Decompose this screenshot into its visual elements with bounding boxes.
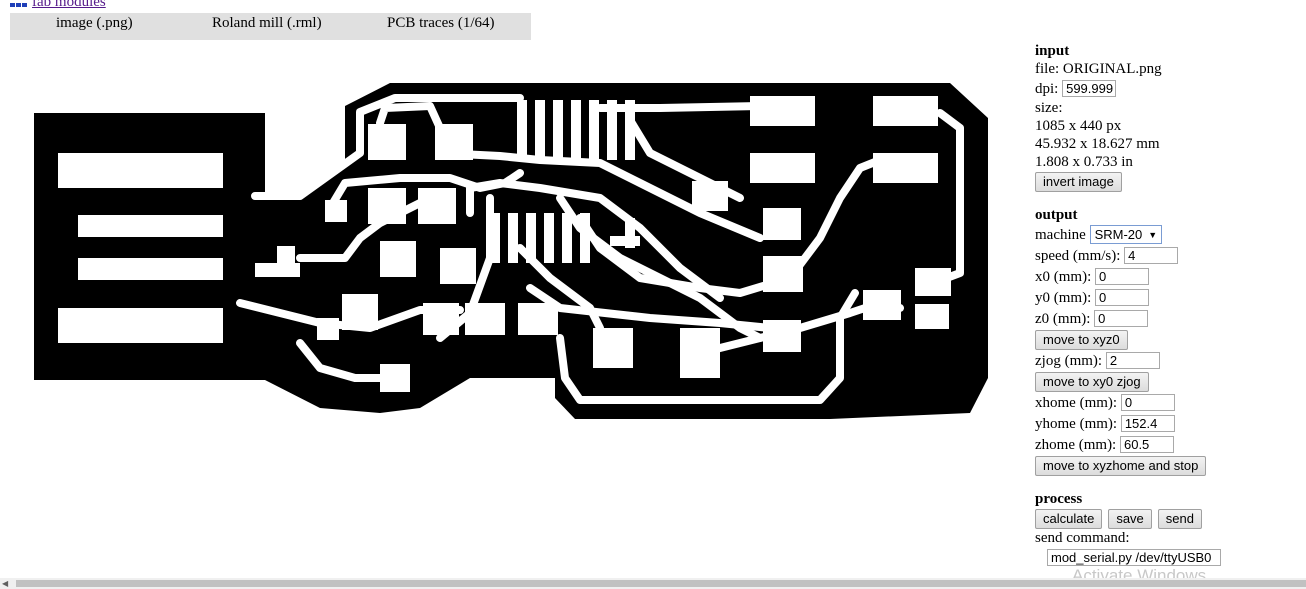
speed-row: speed (mm/s): 4	[1035, 245, 1295, 266]
machine-label: machine	[1035, 226, 1086, 243]
xhome-input[interactable]: 0	[1120, 394, 1175, 411]
process-buttons-row: calculate save send	[1035, 508, 1295, 529]
machine-select[interactable]: SRM-20 ▼	[1089, 225, 1163, 244]
x0-label: x0 (mm):	[1035, 268, 1092, 285]
y0-row: y0 (mm): 0	[1035, 287, 1295, 308]
xhome-row: xhome (mm): 0	[1035, 392, 1295, 413]
zhome-row: zhome (mm): 60.5	[1035, 434, 1295, 455]
fab-modules-link[interactable]: fab modules	[32, 0, 106, 10]
y0-input[interactable]: 0	[1095, 289, 1149, 306]
invert-row: invert image	[1035, 171, 1295, 192]
move-xyz0-row: move to xyz0	[1035, 329, 1295, 350]
yhome-input[interactable]: 152.4	[1120, 415, 1175, 432]
process-heading: process	[1035, 491, 1083, 507]
zhome-label: zhome (mm):	[1035, 436, 1117, 453]
send-command-label: send command:	[1035, 530, 1130, 546]
move-to-xyz0-button[interactable]: move to xyz0	[1035, 329, 1128, 350]
move-home-row: move to xyzhome and stop	[1035, 455, 1295, 476]
move-xy0-row: move to xy0 zjog	[1035, 371, 1295, 392]
send-button[interactable]: send	[1157, 508, 1202, 529]
speed-input[interactable]: 4	[1124, 247, 1179, 264]
move-to-xyzhome-button[interactable]: move to xyzhome and stop	[1035, 455, 1207, 476]
dpi-label: dpi:	[1035, 80, 1059, 97]
x0-input[interactable]: 0	[1095, 268, 1149, 285]
fab-modules-link-row[interactable]: fab modules	[10, 0, 106, 10]
x0-row: x0 (mm): 0	[1035, 266, 1295, 287]
fab-grid-icon	[10, 0, 28, 9]
machine-row: machine SRM-20 ▼	[1035, 224, 1295, 245]
control-panel: input file: ORIGINAL.png dpi: 599.999 si…	[1035, 42, 1295, 568]
z0-label: z0 (mm):	[1035, 310, 1091, 327]
z0-input[interactable]: 0	[1094, 310, 1149, 327]
size-label: size:	[1035, 100, 1063, 116]
zjog-input[interactable]: 2	[1105, 352, 1160, 369]
z0-row: z0 (mm): 0	[1035, 308, 1295, 329]
horizontal-scrollbar[interactable]: ◀	[0, 578, 1306, 589]
y0-label: y0 (mm):	[1035, 289, 1092, 306]
dpi-input[interactable]: 599.999	[1062, 80, 1117, 97]
zjog-label: zjog (mm):	[1035, 352, 1103, 369]
yhome-label: yhome (mm):	[1035, 415, 1118, 432]
file-row: file: ORIGINAL.png	[1035, 60, 1295, 78]
invert-image-button[interactable]: invert image	[1035, 171, 1122, 192]
input-heading: input	[1035, 43, 1070, 59]
scrollbar-thumb[interactable]	[16, 580, 1306, 587]
zhome-input[interactable]: 60.5	[1119, 436, 1174, 453]
send-command-input[interactable]: mod_serial.py /dev/ttyUSB0	[1047, 549, 1221, 566]
file-label: file:	[1035, 61, 1060, 77]
machine-value: SRM-20	[1094, 226, 1143, 242]
output-heading: output	[1035, 207, 1078, 223]
xhome-label: xhome (mm):	[1035, 394, 1118, 411]
dropdown-arrow-icon: ▼	[1148, 229, 1158, 240]
size-mm: 45.932 x 18.627 mm	[1035, 136, 1160, 152]
module-bar: image (.png) Roland mill (.rml) PCB trac…	[10, 13, 531, 40]
zjog-row: zjog (mm): 2	[1035, 350, 1295, 371]
speed-label: speed (mm/s):	[1035, 247, 1121, 264]
scroll-left-icon[interactable]: ◀	[2, 579, 9, 588]
pcb-pads	[58, 96, 951, 392]
save-button[interactable]: save	[1108, 508, 1152, 529]
file-name: ORIGINAL.png	[1062, 61, 1162, 77]
move-to-xy0-zjog-button[interactable]: move to xy0 zjog	[1035, 371, 1149, 392]
pcb-image	[34, 83, 988, 419]
dpi-row: dpi: 599.999	[1035, 78, 1295, 99]
image-format-module[interactable]: image (.png)	[56, 15, 133, 31]
process-module[interactable]: PCB traces (1/64)	[387, 15, 495, 31]
size-px: 1085 x 440 px	[1035, 118, 1122, 134]
calculate-button[interactable]: calculate	[1035, 508, 1103, 529]
size-in: 1.808 x 0.733 in	[1035, 154, 1133, 170]
send-command-row: mod_serial.py /dev/ttyUSB0	[1035, 547, 1295, 568]
yhome-row: yhome (mm): 152.4	[1035, 413, 1295, 434]
machine-module[interactable]: Roland mill (.rml)	[212, 15, 322, 31]
